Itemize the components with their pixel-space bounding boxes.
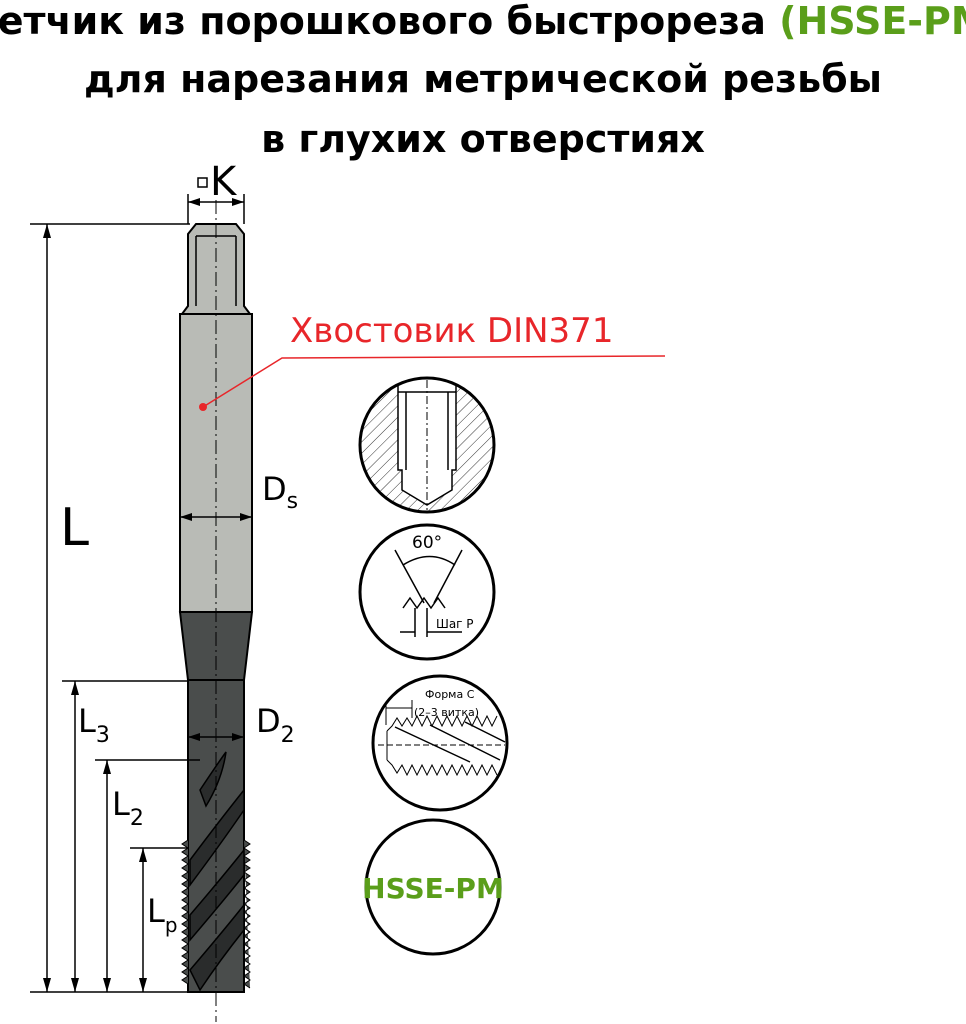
shank-callout-text: Хвостовик DIN371 [290,311,613,351]
label-l: L [60,498,89,558]
label-k: K [210,159,238,205]
detail-thread-angle: 60° Шаг P [358,523,496,661]
label-l2: L2 [112,785,144,831]
detail-chamfer: Форма C (2–3 витка) [371,674,509,812]
angle-label: 60° [412,533,442,553]
threads [181,839,251,989]
shank-callout: Хвостовик DIN371 [199,311,666,411]
chamfer-form-label: Форма C [425,688,475,701]
label-lp: Lp [147,892,178,937]
chamfer-turns-label: (2–3 витка) [414,706,479,719]
square-symbol [197,177,208,188]
title-line-1: Метчик из порошкового быстрореза (HSSE-P… [0,0,966,43]
detail-material: HSSE-PM [362,818,504,956]
square-end [180,223,252,315]
title-line-2: для нарезания метрической резьбы [84,57,882,101]
title-line-3: в глухих отверстиях [261,117,705,161]
label-ds: Ds [262,470,298,514]
arrowheads [43,198,252,992]
flutes [189,751,245,992]
label-d2: D2 [256,702,295,748]
pitch-label: Шаг P [436,617,474,631]
dimensions [30,194,252,993]
detail-blind-hole [358,376,496,514]
label-l3: L3 [78,702,110,748]
material-label: HSSE-PM [362,872,504,905]
